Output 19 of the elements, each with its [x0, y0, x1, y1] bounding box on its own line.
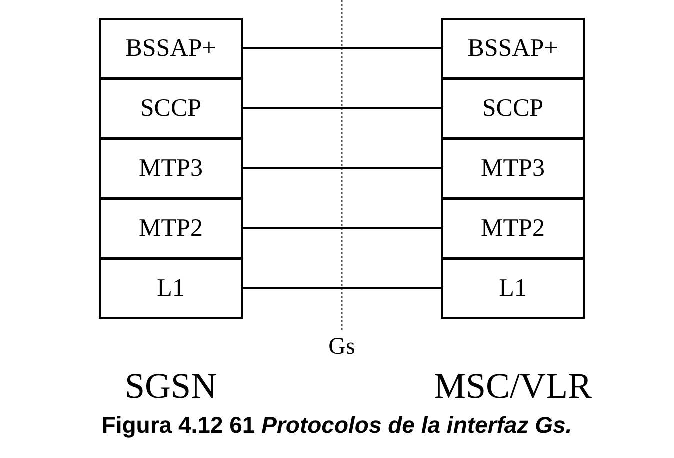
protocol-layer-box: MTP2: [441, 198, 585, 259]
protocol-layer-box: BSSAP+: [441, 18, 585, 79]
stack-label: MSC/VLR: [434, 365, 592, 407]
connector-line: [243, 48, 441, 50]
connector-line: [243, 108, 441, 110]
connector-line: [243, 228, 441, 230]
protocol-layer-box: SCCP: [441, 78, 585, 139]
protocol-layer-box: BSSAP+: [99, 18, 243, 79]
stack-label: SGSN: [124, 365, 218, 407]
protocol-layer-box: L1: [441, 258, 585, 319]
protocol-layer-box: MTP3: [99, 138, 243, 199]
interface-label: Gs: [328, 334, 356, 361]
protocol-layer-box: MTP2: [99, 198, 243, 259]
protocol-layer-box: L1: [99, 258, 243, 319]
protocol-layer-box: MTP3: [441, 138, 585, 199]
protocol-layer-box: SCCP: [99, 78, 243, 139]
figure-caption: Figura 4.12 61 Protocolos de la interfaz Gs.: [102, 412, 572, 438]
connector-line: [243, 168, 441, 170]
connector-line: [243, 288, 441, 290]
